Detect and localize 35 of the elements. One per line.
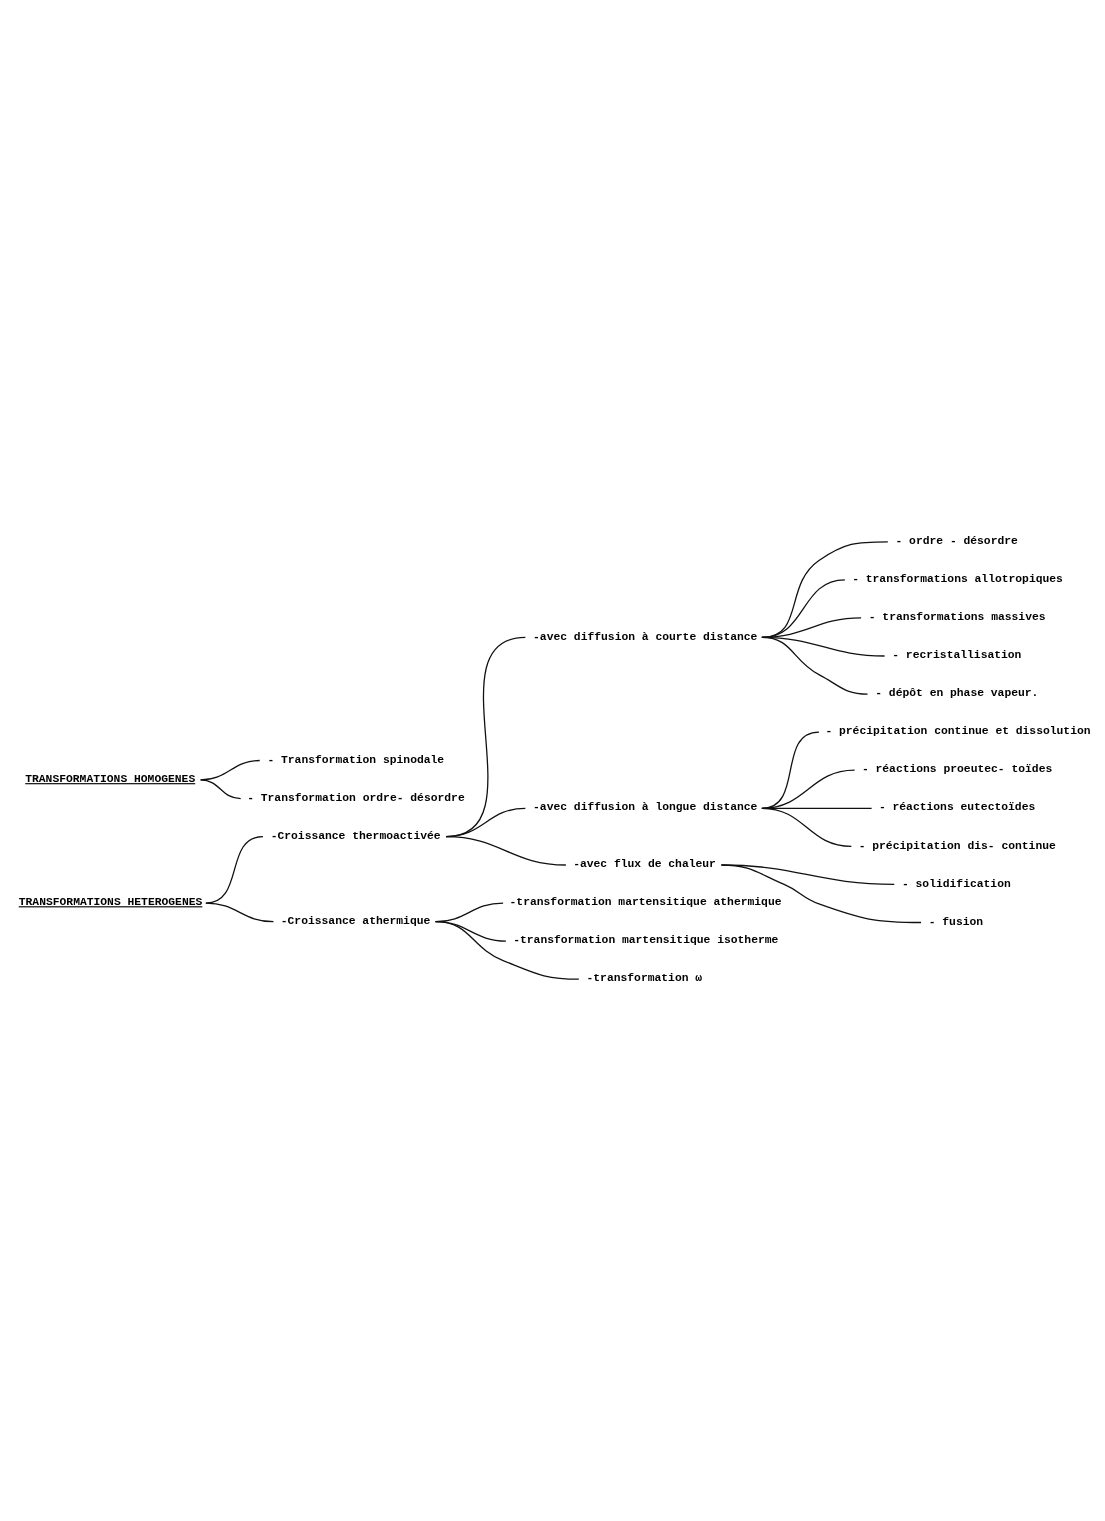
connector [720,864,922,924]
node-text: -Croissance thermoactivée [270,829,441,842]
node-text: - ordre - désordre [895,535,1018,548]
node-text: -Croissance athermique [280,914,431,927]
node-text: -transformation martensitique athermique [509,896,782,909]
node-text: - Transformation ordre- désordre [247,791,465,804]
connector [761,731,820,809]
connector [761,636,869,695]
node-text: - fusion [928,915,984,928]
connector [205,836,264,904]
connector [199,779,242,800]
node-text: - transformations massives [868,611,1046,624]
node-text: -avec diffusion à courte distance [533,630,758,643]
connector [761,769,856,809]
node-text: - réactions proeutec- toïdes [861,763,1053,776]
node-text: -transformation martensitique isotherme [513,934,779,947]
node-text: TRANSFORMATIONS HOMOGENES [25,773,196,786]
node-text: -avec diffusion à longue distance [533,801,758,814]
connector [434,921,580,980]
node-text: - transformations allotropiques [852,573,1063,586]
node-text: - recristallisation [892,649,1022,662]
connector [761,541,889,639]
node-text: -avec flux de chaleur [573,858,716,871]
node-text: - précipitation continue et dissolution [825,725,1091,738]
node-text: TRANSFORMATIONS HETEROGENES [18,896,203,909]
node-text: - solidification [901,877,1011,890]
node-text: - Transformation spinodale [267,753,445,766]
node-text: - précipitation dis- continue [858,839,1056,852]
connector [761,807,852,847]
connector [199,759,261,781]
connector [445,836,567,866]
node-text: - dépôt en phase vapeur. [875,687,1039,700]
node-text: -transformation ω [586,972,703,985]
connector [205,902,275,923]
node-text: - réactions eutectoïdes [878,801,1036,814]
